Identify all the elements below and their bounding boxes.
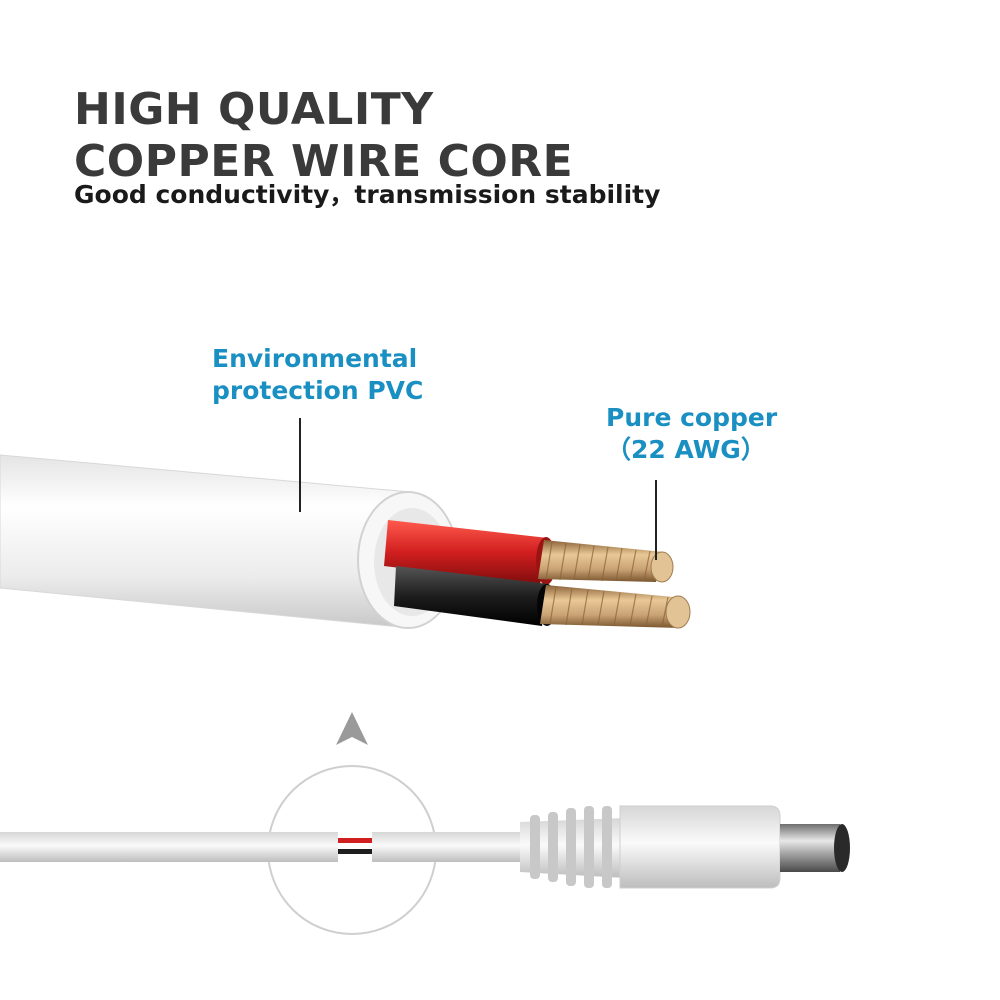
headline-line-2: COPPER WIRE CORE [74,136,574,187]
headline-line-1: HIGH QUALITY [74,84,434,135]
subheadline: Good conductivity，transmission stability [74,180,661,209]
pvc-callout: Environmental protection PVC [212,343,423,407]
red-conductor [384,520,674,585]
dc-plug [520,805,850,889]
pvc-callout-line-2: protection PVC [212,376,424,405]
copper-callout-line-1: Pure copper [606,403,778,432]
black-conductor [394,566,691,629]
thin-cord [0,832,522,862]
copper-callout-line-2: （22 AWG） [606,435,766,464]
copper-callout: Pure copper （22 AWG） [606,402,777,466]
pvc-callout-line-1: Environmental [212,344,418,373]
headline: HIGH QUALITY COPPER WIRE CORE [74,84,573,188]
arrow-up-icon [336,712,368,745]
